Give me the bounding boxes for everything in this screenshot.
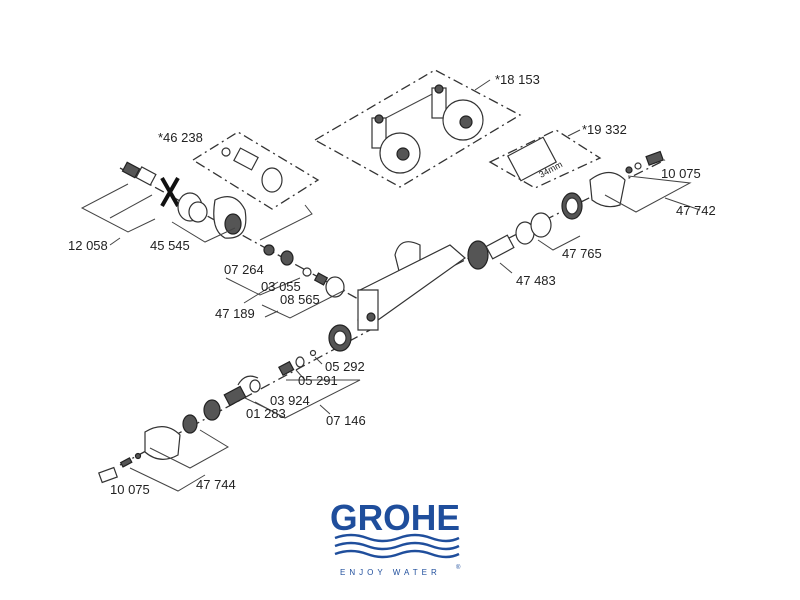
not-applicable-cross-icon: [160, 177, 180, 207]
valve-body: [357, 241, 466, 331]
left-inlet-parts: [121, 161, 345, 298]
part-label-03924: 03 924: [270, 393, 310, 408]
grohe-logo: GROHE ENJOY WATER ®: [330, 497, 461, 577]
part-label-07146: 07 146: [326, 413, 366, 428]
kit-box-46238: [191, 131, 320, 210]
part-label-10075-bottom: 10 075: [110, 482, 150, 497]
registered-mark: ®: [456, 564, 461, 571]
part-label-47742: 47 742: [676, 203, 716, 218]
bottom-outlet-parts: [98, 324, 352, 484]
right-cartridge-parts: [467, 136, 664, 270]
part-label-07264: 07 264: [224, 262, 264, 277]
kit-box-18153: [313, 69, 522, 188]
part-label-12058: 12 058: [68, 238, 108, 253]
part-label-46238: *46 238: [158, 130, 203, 145]
part-label-45545: 45 545: [150, 238, 190, 253]
part-label-47189: 47 189: [215, 306, 255, 321]
water-waves-icon: [334, 533, 460, 559]
part-label-47765: 47 765: [562, 246, 602, 261]
part-label-05291: 05 291: [298, 373, 338, 388]
connection-kit-18153: [371, 84, 484, 174]
part-label-19332: *19 332: [582, 122, 627, 137]
part-label-08565: 08 565: [280, 292, 320, 307]
part-label-01283: 01 283: [246, 406, 286, 421]
part-label-03055: 03 055: [261, 279, 301, 294]
adapter-kit-46238: [221, 147, 283, 193]
part-label-47744: 47 744: [196, 477, 236, 492]
part-label-47483: 47 483: [516, 273, 556, 288]
logo-wordmark: GROHE: [330, 497, 460, 538]
part-label-05292: 05 292: [325, 359, 365, 374]
part-label-10075-top: 10 075: [661, 166, 701, 181]
logo-tagline: ENJOY WATER: [340, 568, 441, 577]
leader-lines: [80, 79, 701, 492]
part-label-18153: *18 153: [495, 72, 540, 87]
axis-right: [454, 159, 666, 266]
